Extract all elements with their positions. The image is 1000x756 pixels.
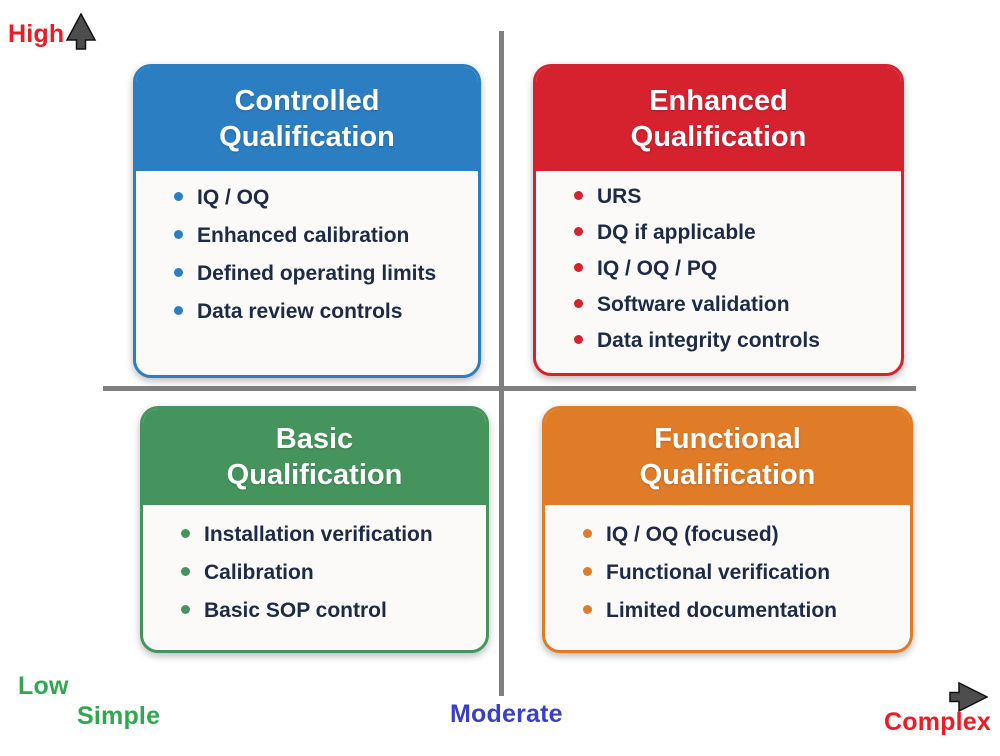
- list-item-text: URS: [597, 185, 642, 208]
- bullet-icon: [174, 192, 183, 201]
- list-item-text: Basic SOP control: [204, 599, 387, 623]
- card-header: Basic Qualification: [143, 409, 486, 505]
- bullet-icon: [574, 335, 583, 345]
- right-arrow-icon: [949, 681, 988, 713]
- list-item-text: IQ / OQ / PQ: [597, 257, 718, 281]
- y-axis-high-label: High: [8, 20, 65, 48]
- bullet-icon: [574, 263, 583, 273]
- list-item-text: Enhanced calibration: [197, 224, 410, 248]
- horizontal-axis-line: [103, 386, 916, 391]
- bullet-icon: [181, 529, 190, 538]
- bullet-icon: [583, 529, 592, 538]
- list-item-text: Functional verification: [606, 561, 831, 585]
- x-axis-moderate-label: Moderate: [450, 700, 563, 728]
- list-item: Functional verification: [583, 561, 898, 584]
- card-item-list: URS DQ if applicable IQ / OQ / PQ Software …: [536, 171, 901, 352]
- list-item-text: Data integrity controls: [597, 329, 820, 353]
- bullet-icon: [583, 567, 592, 577]
- list-item-text: IQ / OQ: [197, 186, 270, 209]
- bullet-icon: [574, 191, 583, 200]
- quadrant-card-controlled: Controlled Qualification IQ / OQ Enhanced…: [133, 64, 481, 378]
- list-item-text: Installation verification: [204, 523, 433, 546]
- bullet-icon: [574, 299, 583, 309]
- card-header: Enhanced Qualification: [536, 67, 901, 171]
- list-item: Defined operating limits: [174, 262, 466, 285]
- bullet-icon: [181, 567, 190, 577]
- bullet-icon: [181, 605, 190, 615]
- list-item-text: IQ / OQ (focused): [606, 523, 779, 546]
- card-item-list: IQ / OQ (focused) Functional verification…: [545, 505, 910, 622]
- list-item: Calibration: [181, 561, 474, 584]
- list-item-text: Software validation: [597, 293, 790, 317]
- bullet-icon: [174, 306, 183, 316]
- card-header: Controlled Qualification: [136, 67, 478, 171]
- vertical-axis-line: [499, 31, 504, 696]
- list-item: Limited documentation: [583, 599, 898, 622]
- list-item: Software validation: [574, 293, 889, 316]
- card-title: Functional Qualification: [639, 422, 816, 491]
- list-item: Enhanced calibration: [174, 224, 466, 247]
- bullet-icon: [174, 268, 183, 278]
- x-axis-complex-label: Complex: [884, 708, 991, 736]
- list-item: URS: [574, 185, 889, 208]
- list-item-text: Calibration: [204, 561, 314, 585]
- list-item: IQ / OQ / PQ: [574, 257, 889, 280]
- quadrant-card-functional: Functional Qualification IQ / OQ (focuse…: [542, 406, 913, 653]
- card-title: Controlled Qualification: [219, 84, 395, 153]
- card-header: Functional Qualification: [545, 409, 910, 505]
- list-item-text: DQ if applicable: [597, 221, 756, 245]
- y-axis-low-label: Low: [18, 672, 69, 700]
- x-axis-simple-label: Simple: [77, 702, 161, 730]
- quadrant-card-enhanced: Enhanced Qualification URS DQ if applicab…: [533, 64, 904, 376]
- list-item-text: Data review controls: [197, 300, 403, 324]
- list-item: Basic SOP control: [181, 599, 474, 622]
- bullet-icon: [583, 605, 592, 615]
- bullet-icon: [574, 227, 583, 237]
- quadrant-card-basic: Basic Qualification Installation verific…: [140, 406, 489, 653]
- card-title: Enhanced Qualification: [630, 84, 807, 153]
- list-item: IQ / OQ (focused): [583, 523, 898, 546]
- list-item: Installation verification: [181, 523, 474, 546]
- list-item: DQ if applicable: [574, 221, 889, 244]
- list-item: IQ / OQ: [174, 186, 466, 209]
- list-item: Data review controls: [174, 300, 466, 323]
- list-item: Data integrity controls: [574, 329, 889, 352]
- list-item-text: Limited documentation: [606, 599, 837, 623]
- card-title: Basic Qualification: [226, 422, 403, 491]
- bullet-icon: [174, 230, 183, 240]
- up-arrow-icon: [65, 13, 97, 50]
- list-item-text: Defined operating limits: [197, 262, 437, 286]
